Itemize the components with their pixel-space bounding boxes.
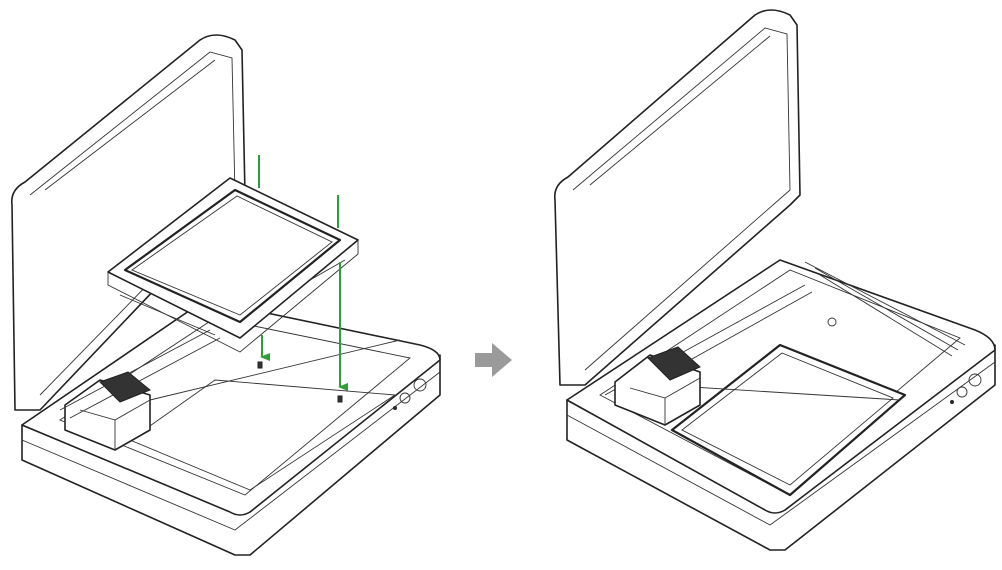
tray (107, 177, 359, 353)
laser-head (614, 346, 701, 426)
lid (553, 9, 801, 386)
tray-installed (670, 343, 907, 497)
right-arrow-icon (475, 343, 512, 377)
guide-arrows (258, 155, 348, 391)
machine-after (553, 9, 996, 551)
base-top (21, 299, 441, 516)
lid (10, 34, 246, 411)
machine-before (10, 34, 441, 556)
